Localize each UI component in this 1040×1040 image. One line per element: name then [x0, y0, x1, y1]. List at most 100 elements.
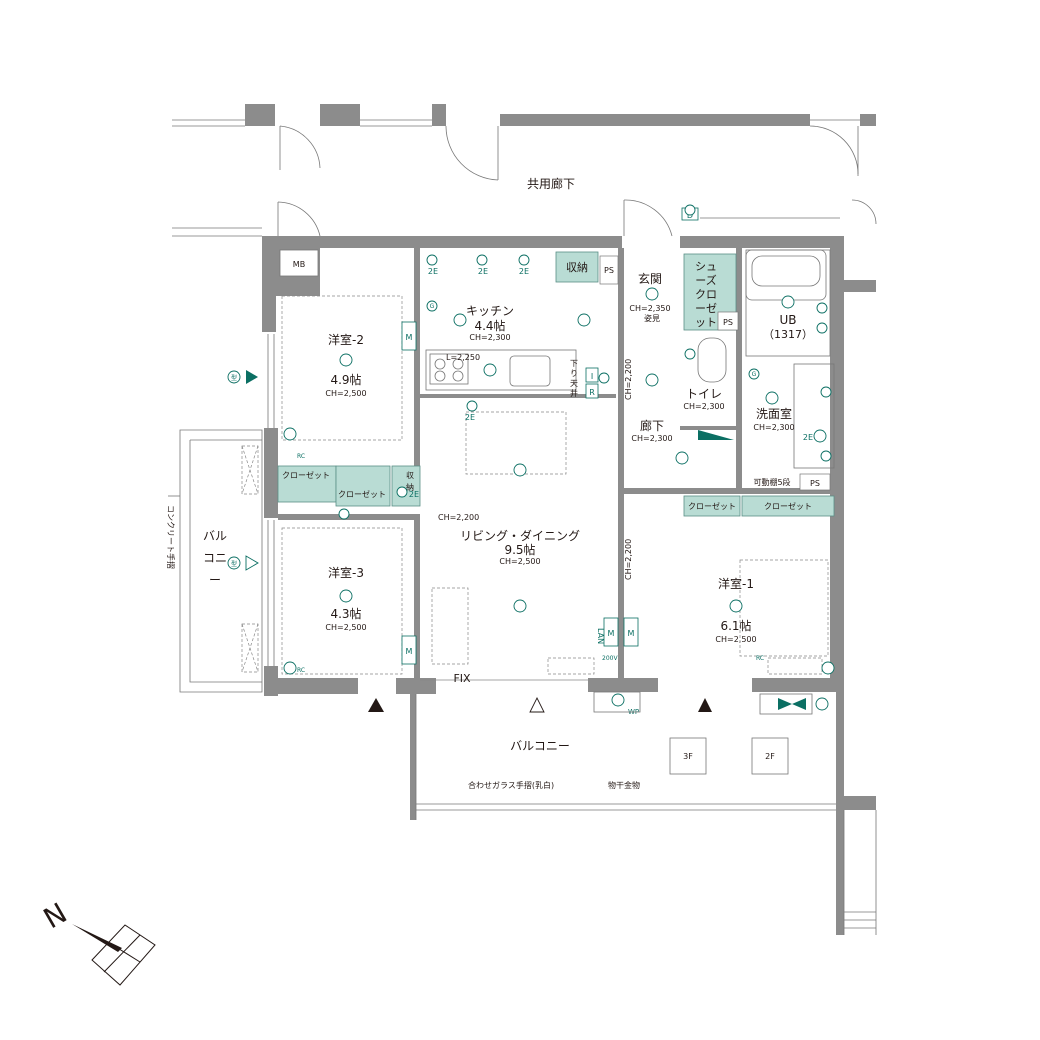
toilet-fixture [697, 337, 727, 383]
ch2200-a: CH=2,200 [624, 359, 633, 400]
switch-r-label: R [589, 388, 595, 397]
entrance-ch: CH=2,350 [629, 304, 670, 313]
ps-label-3: PS [810, 479, 820, 488]
g-icon-2 [748, 368, 760, 380]
rc-label-2: RC [297, 667, 305, 674]
western1-name: 洋室-1 [718, 576, 754, 591]
ub-size: （1317） [763, 328, 813, 341]
washroom-name: 洗面室 [756, 406, 792, 421]
dropceiling-3: 天 [570, 379, 578, 388]
floor-mark-2f: 2F [765, 752, 775, 761]
storage-top-box [555, 251, 599, 283]
ch2200-b: CH=2,200 [624, 539, 633, 580]
living-name: リビング・ダイニング [460, 528, 580, 543]
western1-desk [767, 657, 823, 675]
e2-label-6: 2E [803, 433, 813, 442]
marker-triangle-3 [698, 698, 712, 712]
dining-table [465, 411, 567, 475]
closet-4-label: クローゼット [764, 501, 812, 511]
switch-i-label: I [591, 372, 593, 381]
western2-size: 4.9帖 [330, 372, 361, 387]
m-box-3 [603, 617, 619, 647]
kata-label-1: 型 [231, 374, 237, 382]
e2-label-2: 2E [478, 267, 488, 276]
washroom-vanity [793, 363, 835, 469]
sink [509, 355, 551, 387]
living-ch: CH=2,500 [499, 557, 540, 566]
shoe-closet-1: シュ [695, 260, 717, 273]
western3-size: 4.3帖 [330, 606, 361, 621]
western2-ch: CH=2,500 [325, 389, 366, 398]
closet-2-box [335, 465, 391, 507]
toilet-ch: CH=2,300 [683, 402, 724, 411]
ch2200-c: CH=2,200 [438, 513, 479, 522]
ps-label-2: PS [723, 318, 733, 327]
kitchen-name: キッチン [466, 304, 514, 318]
shoe-closet-5: ット [695, 316, 717, 329]
light-symbols [283, 204, 835, 711]
mb-box [279, 249, 319, 277]
g-label-1: G [430, 303, 435, 310]
ub-name: UB [779, 313, 796, 327]
compass-north: N [38, 896, 73, 935]
m-label-4: M [628, 629, 635, 638]
kata-icon-1 [227, 370, 241, 384]
glass-rail-label: 合わせガラス手摺(乳白) [468, 780, 554, 790]
e2-label-1: 2E [428, 267, 438, 276]
m-label-2: M [406, 647, 413, 656]
kata-icon-2 [227, 556, 241, 570]
bottom-balcony-label: バルコニー [510, 739, 570, 753]
dryer-label: 物干金物 [608, 780, 640, 790]
ub-room [745, 249, 831, 357]
rc-label-3: RC [756, 655, 764, 662]
marker-triangle-1 [368, 698, 384, 712]
ps-box-1 [599, 255, 619, 285]
mb-label: MB [293, 260, 305, 269]
kata-arrow-1 [246, 370, 258, 384]
ps-box-3 [799, 473, 831, 491]
side-balcony-label-1: バル [203, 529, 227, 543]
shoe-closet-2: ーズ [695, 273, 716, 287]
dropceiling-4: 井 [570, 388, 578, 398]
storage-mid-box [391, 465, 421, 507]
corridor-outline [172, 104, 877, 237]
side-balcony-label-3: ー [209, 573, 221, 587]
bathtub [745, 249, 827, 301]
closet-1-box [277, 465, 337, 503]
western2-name: 洋室-2 [328, 332, 364, 347]
kitchen-counter [425, 349, 577, 391]
toilet-name: トイレ [686, 387, 722, 401]
storage-mid-1: 収 [406, 470, 414, 480]
m-label-3: M [608, 629, 615, 638]
marker-triangle-2 [529, 696, 545, 713]
stove [429, 353, 469, 385]
shoe-closet-3: クロ [695, 288, 717, 301]
g-icon-1 [426, 300, 438, 312]
sofa [431, 587, 469, 665]
e2-label-5: 2E [409, 490, 419, 499]
western3-name: 洋室-3 [328, 565, 364, 580]
western2-furniture [281, 295, 403, 441]
valve-icons [593, 691, 813, 715]
floor-mark-3f-box [669, 737, 707, 775]
toilet-step [698, 430, 734, 440]
hallway-name: 廊下 [640, 418, 664, 433]
rc-label-1: RC [297, 453, 305, 460]
m-box-4 [623, 617, 639, 647]
storage-mid-2: 納 [406, 482, 414, 492]
g-label-2: G [752, 371, 757, 378]
switch-r [585, 383, 599, 399]
e2-label-3: 2E [519, 267, 529, 276]
western1-ch: CH=2,500 [715, 635, 756, 644]
ps-label-1: PS [604, 266, 614, 275]
closet-1-label: クローゼット [282, 470, 330, 480]
living-size: 9.5帖 [504, 542, 535, 557]
western3-furniture [281, 527, 403, 675]
lan-label: LAN [596, 628, 605, 644]
closet-3-label: クローゼット [688, 501, 736, 511]
side-balcony-label-2: コニ [203, 551, 227, 565]
switch-i [585, 367, 599, 383]
bottom-balcony [415, 694, 877, 935]
e2-label-4: 2E [465, 413, 475, 422]
